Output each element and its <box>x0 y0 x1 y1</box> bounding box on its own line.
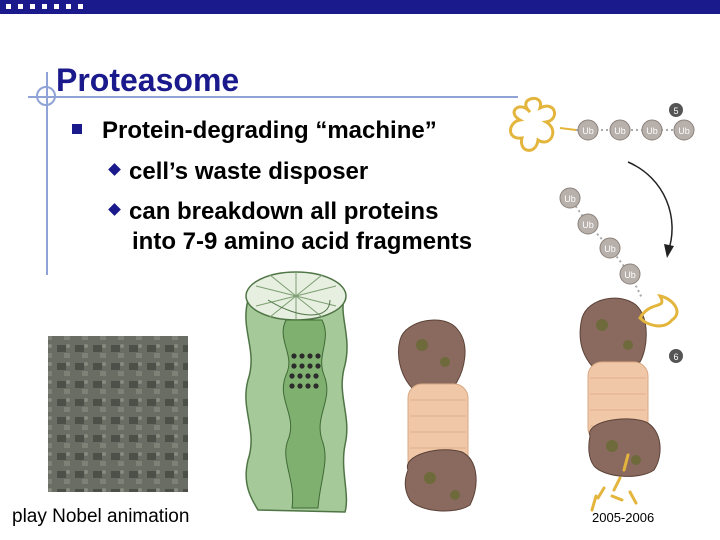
ub-label: Ub <box>604 244 616 254</box>
step-5-badge: 5 <box>669 103 683 117</box>
top-bar-square <box>78 4 83 9</box>
slide-title: Proteasome <box>56 62 240 98</box>
ub-label: Ub <box>624 270 636 280</box>
ub-label: Ub <box>678 126 690 136</box>
top-bar-square <box>18 4 23 9</box>
top-bar-square <box>6 4 11 9</box>
step-6-label: 6 <box>673 352 678 362</box>
top-bar <box>0 0 720 14</box>
proteasome-structure-right <box>579 293 679 512</box>
animation-link[interactable]: play Nobel animation <box>12 506 190 527</box>
sub-bullet-2-text: can breakdown all proteins <box>129 198 439 225</box>
main-bullet: Protein-degrading “machine” <box>72 117 437 145</box>
ub-label: Ub <box>582 220 594 230</box>
year-range: 2005-2006 <box>592 510 655 525</box>
square-bullet-icon <box>72 123 82 134</box>
sub-bullet-2: can breakdown all proteins into 7-9 amin… <box>108 197 473 257</box>
proteasome-structure-center <box>398 319 477 512</box>
step-5-label: 5 <box>673 106 678 116</box>
proteasome-cylinder-diagram <box>245 271 348 513</box>
top-bar-square <box>42 4 47 9</box>
sub-bullet-1: cell’s waste disposer <box>108 157 369 187</box>
ub-label: Ub <box>614 126 626 136</box>
guide-vertical-line <box>46 72 48 275</box>
ubiquitin-chain: Ub Ub Ub Ub <box>576 119 695 141</box>
main-bullet-text: Protein-degrading “machine” <box>102 117 437 144</box>
ubiquitin-released: Ub Ub Ub Ub <box>559 187 643 299</box>
top-bar-square <box>66 4 71 9</box>
sub-bullet-2-continuation: into 7-9 amino acid fragments <box>132 228 473 255</box>
curved-arrow-icon <box>627 161 674 258</box>
crosshair-icon <box>36 86 56 106</box>
micrograph-image <box>48 336 188 492</box>
guide-horizontal-line <box>28 96 518 98</box>
step-6-badge: 6 <box>669 349 683 363</box>
ub-label: Ub <box>582 126 594 136</box>
ub-label: Ub <box>646 126 658 136</box>
ub-label: Ub <box>564 194 576 204</box>
protein-tangle <box>509 96 577 152</box>
top-bar-square <box>30 4 35 9</box>
top-bar-square <box>54 4 59 9</box>
sub-bullet-1-text: cell’s waste disposer <box>129 158 369 185</box>
